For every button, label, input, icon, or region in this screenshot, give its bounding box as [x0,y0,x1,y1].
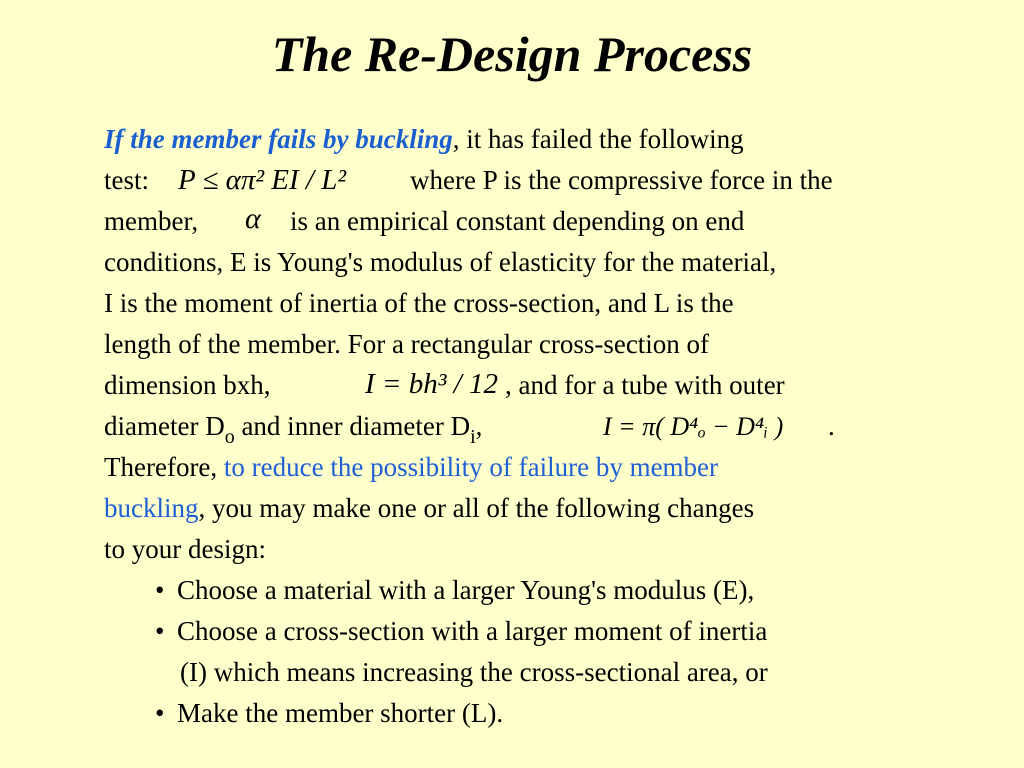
line-8-start: diameter D [104,411,225,441]
bullet-glyph: • [155,575,165,605]
line-8-comma: , [475,411,483,441]
reduce-failure-phrase: to reduce the possibility of failure by … [223,452,719,482]
paragraph-line-2b: where P is the compressive force in the [410,163,833,197]
line-9-start: Therefore, [104,452,224,482]
alpha-symbol: α [245,202,261,235]
line-1-rest: , it has failed the following [452,124,744,154]
paragraph-line-3b: is an empirical constant depending on en… [290,204,744,238]
paragraph-line-2: test: [104,163,149,197]
buckling-formula: P ≤ απ² EI / L² [178,164,347,196]
line-2-start: test: [104,165,149,195]
paragraph-line-5: I is the moment of inertia of the cross-… [104,288,734,318]
line-7-start: dimension bxh, [104,370,271,400]
bullet-1-text: Choose a material with a larger Young's … [177,575,755,605]
paragraph-line-3: member, [104,204,198,238]
paragraph-line-4: conditions, E is Young's modulus of elas… [104,247,777,277]
buckling-word: buckling [104,493,199,523]
bullet-item-1: • Choose a material with a larger Young's… [155,573,754,607]
bullet-2-text-line-2: (I) which means increasing the cross-sec… [180,657,768,687]
paragraph-line-7: dimension bxh, [104,368,271,402]
tube-inertia-formula: I = π( D⁴ₒ − D⁴ᵢ ) [603,412,784,441]
line-3-end: is an empirical constant depending on en… [290,206,745,236]
subscript-i: i [470,426,476,448]
bullet-glyph: • [155,698,165,728]
line-7-end: , and for a tube with outer [505,370,785,400]
bullet-item-2: • Choose a cross-section with a larger mo… [155,614,767,648]
bullet-glyph: • [155,616,165,646]
bullet-item-3: • Make the member shorter (L). [155,696,503,730]
paragraph-line-10: buckling, you may make one or all of the… [104,491,754,525]
buckling-condition-lead: If the member fails by buckling [104,124,453,154]
line-8-period: . [828,411,835,441]
line-2-end: where P is the compressive force in the [410,165,833,195]
subscript-o: o [224,426,235,448]
line-8-mid: and inner diameter D [234,411,471,441]
paragraph-line-8: diameter Do and inner diameter Di, [104,409,483,448]
line-10-rest: , you may make one or all of the followi… [198,493,755,523]
paragraph-line-9: Therefore, to reduce the possibility of … [104,450,718,484]
paragraph-line-7b: , and for a tube with outer [505,368,785,402]
rect-inertia-formula: I = bh³ / 12 [365,368,498,400]
paragraph-line-6: length of the member. For a rectangular … [104,329,710,359]
bullet-2-text-line-1: Choose a cross-section with a larger mom… [177,616,768,646]
slide-title: The Re-Design Process [271,26,753,82]
paragraph-line-1: If the member fails by buckling, it has … [104,122,744,156]
paragraph-line-11: to your design: [104,534,266,564]
line-3-start: member, [104,206,199,236]
bullet-3-text: Make the member shorter (L). [177,698,504,728]
